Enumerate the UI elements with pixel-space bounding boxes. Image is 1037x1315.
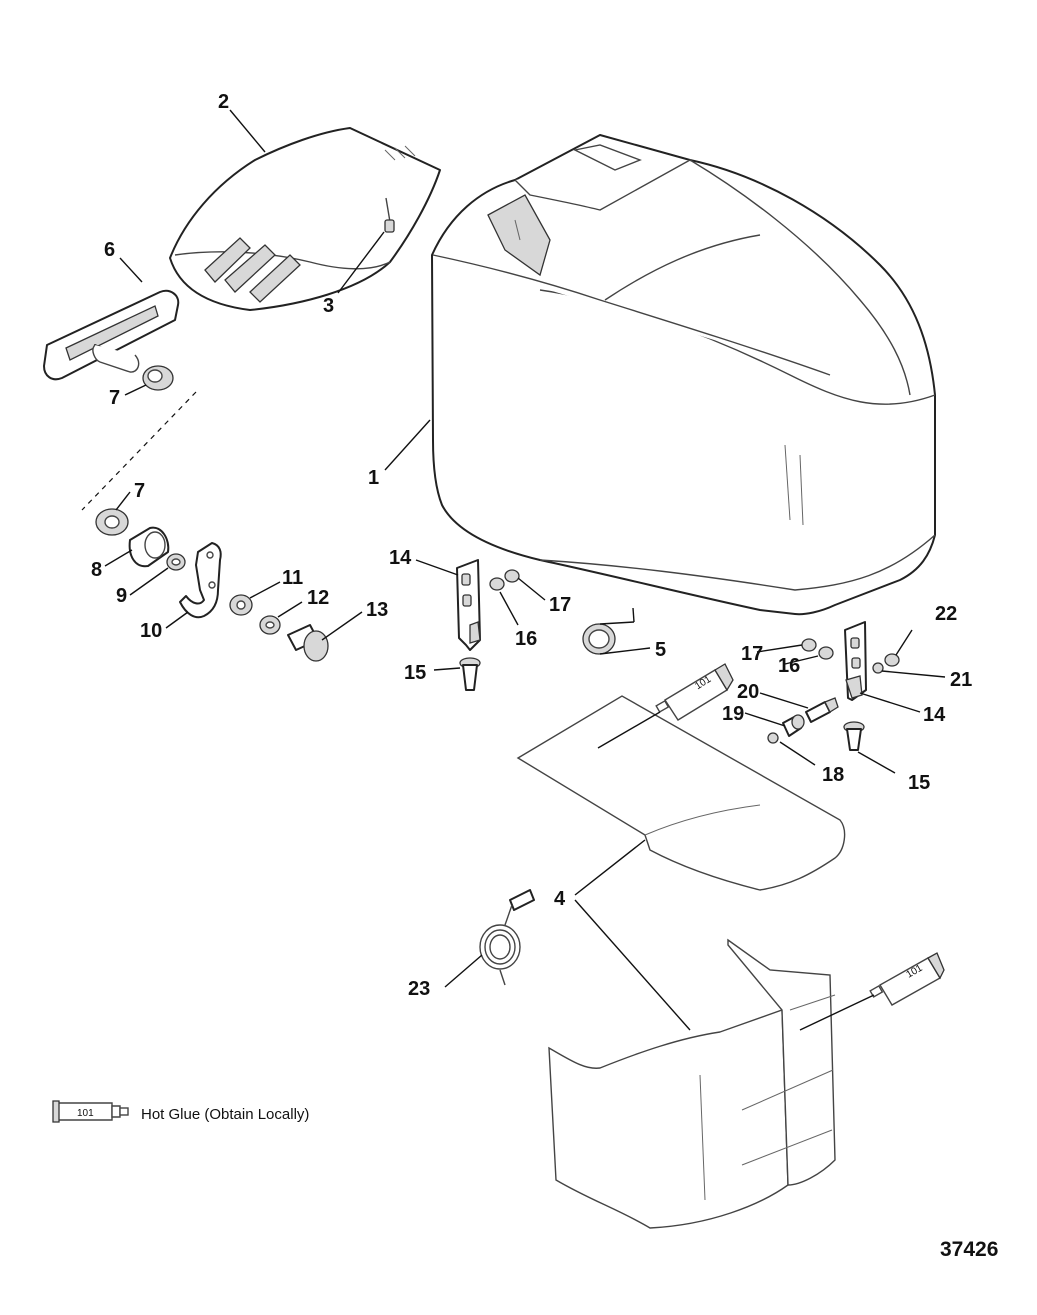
insulation-liner-top xyxy=(516,695,846,891)
callout-7-upper: 7 xyxy=(109,387,120,409)
callout-8: 8 xyxy=(91,559,102,581)
spacer xyxy=(128,526,170,568)
nut-17-right xyxy=(801,638,817,652)
flat-washer xyxy=(229,594,253,616)
glue-tube-icon: 101 xyxy=(52,1100,129,1123)
callout-15-left: 15 xyxy=(404,662,426,684)
callout-13: 13 xyxy=(366,599,388,621)
callout-11: 11 xyxy=(282,567,303,589)
washer-16-right xyxy=(818,646,834,660)
callout-14-right: 14 xyxy=(923,704,946,726)
lock-washer xyxy=(166,553,186,571)
retainer-right xyxy=(843,721,865,751)
callout-14-left: 14 xyxy=(389,547,412,569)
handle xyxy=(43,289,180,381)
bushing-lower xyxy=(95,508,129,536)
callout-15-right: 15 xyxy=(908,772,930,794)
legend-icon-label: 101 xyxy=(77,1108,94,1119)
callout-3: 3 xyxy=(323,295,334,317)
bushing-upper xyxy=(142,365,174,391)
callout-21: 21 xyxy=(950,669,972,691)
callout-12: 12 xyxy=(307,587,329,609)
insulation-liner-bottom xyxy=(548,938,836,1229)
callout-16-right: 16 xyxy=(778,655,800,677)
callout-1: 1 xyxy=(368,467,379,489)
figure-number: 37426 xyxy=(940,1238,998,1261)
nut xyxy=(259,615,281,635)
callout-10: 10 xyxy=(140,620,162,642)
callout-7-lower: 7 xyxy=(134,480,145,502)
callout-16-left: 16 xyxy=(515,628,537,650)
nut-17-left xyxy=(504,569,520,583)
latch-bracket-left xyxy=(456,559,481,651)
latch-hook xyxy=(179,542,222,619)
washer-21 xyxy=(872,662,884,674)
callout-17-right: 17 xyxy=(741,643,763,665)
callout-22: 22 xyxy=(935,603,957,625)
nut-22 xyxy=(884,653,900,667)
callout-numbers: 1 2 3 4 5 6 7 7 8 9 10 11 12 13 14 14 15… xyxy=(91,91,972,1000)
callout-4: 4 xyxy=(554,888,566,910)
legend: 101 Hot Glue (Obtain Locally) xyxy=(52,1100,309,1123)
shoulder-bolt xyxy=(287,624,329,662)
callout-9: 9 xyxy=(116,585,127,607)
callout-5: 5 xyxy=(655,639,666,661)
glue-tube-lower: 101 xyxy=(869,952,945,1006)
screw xyxy=(384,197,395,233)
callout-17-left: 17 xyxy=(549,594,571,616)
retainer-left xyxy=(459,657,481,691)
plug xyxy=(582,623,616,655)
nut-18 xyxy=(767,732,779,744)
callout-19: 19 xyxy=(722,703,744,725)
stud-20 xyxy=(805,697,839,723)
callout-20: 20 xyxy=(737,681,759,703)
callout-18: 18 xyxy=(822,764,844,786)
callout-6: 6 xyxy=(104,239,115,261)
top-cowl xyxy=(431,134,936,616)
callout-23: 23 xyxy=(408,978,430,1000)
cable-coil xyxy=(479,889,535,986)
callout-2: 2 xyxy=(218,91,229,113)
leader-lines xyxy=(104,109,946,1031)
spacer-19 xyxy=(782,714,805,737)
legend-text: Hot Glue (Obtain Locally) xyxy=(141,1106,309,1123)
rear-cover xyxy=(169,127,441,311)
washer-16-left xyxy=(489,577,505,591)
latch-bracket-right xyxy=(844,621,867,701)
